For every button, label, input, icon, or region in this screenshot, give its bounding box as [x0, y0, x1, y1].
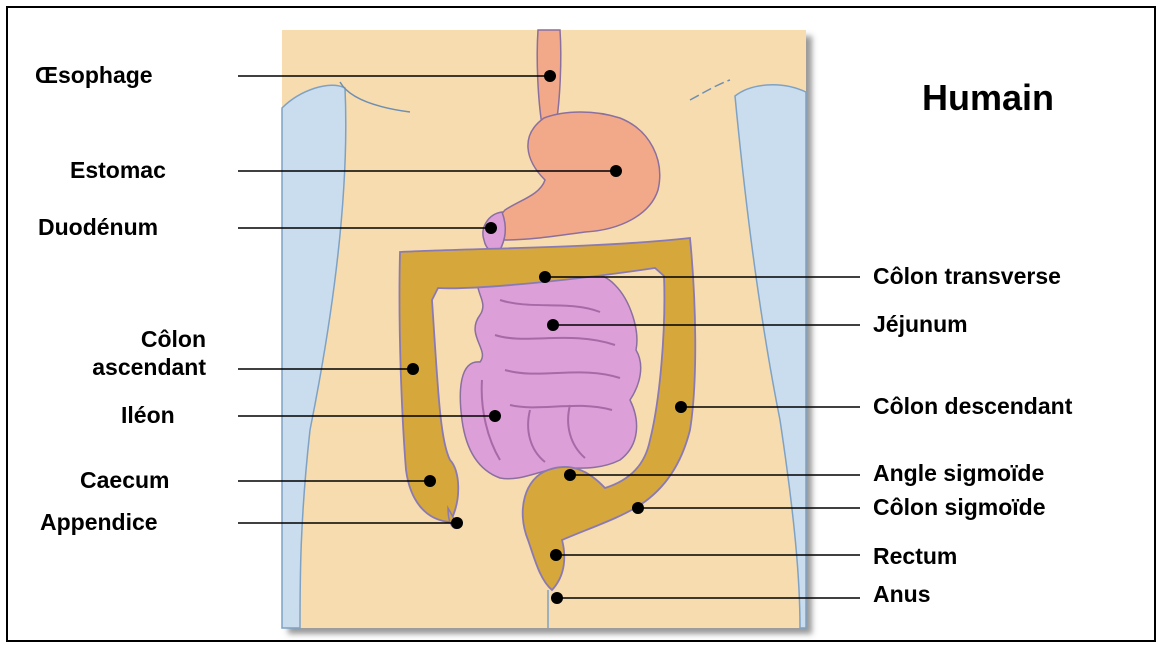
label-colon-descendant: Côlon descendant — [873, 395, 1072, 418]
label-caecum: Caecum — [80, 469, 169, 492]
diagram-title: Humain — [922, 80, 1054, 116]
label-colon-sigmoide: Côlon sigmoïde — [873, 496, 1046, 519]
label-colon-ascendant-line2: ascendant — [40, 353, 206, 381]
label-colon-ascendant: Côlon ascendant — [40, 325, 206, 381]
label-colon-transverse: Côlon transverse — [873, 265, 1061, 288]
label-appendice: Appendice — [40, 511, 158, 534]
label-colon-ascendant-line1: Côlon — [40, 325, 206, 353]
label-angle-sigmoide: Angle sigmoïde — [873, 462, 1044, 485]
label-jejunum: Jéjunum — [873, 313, 968, 336]
label-oesophage: Œsophage — [35, 64, 153, 87]
label-ileon: Iléon — [121, 404, 175, 427]
label-rectum: Rectum — [873, 545, 957, 568]
label-duodenum: Duodénum — [38, 216, 158, 239]
label-anus: Anus — [873, 583, 931, 606]
label-estomac: Estomac — [70, 159, 166, 182]
